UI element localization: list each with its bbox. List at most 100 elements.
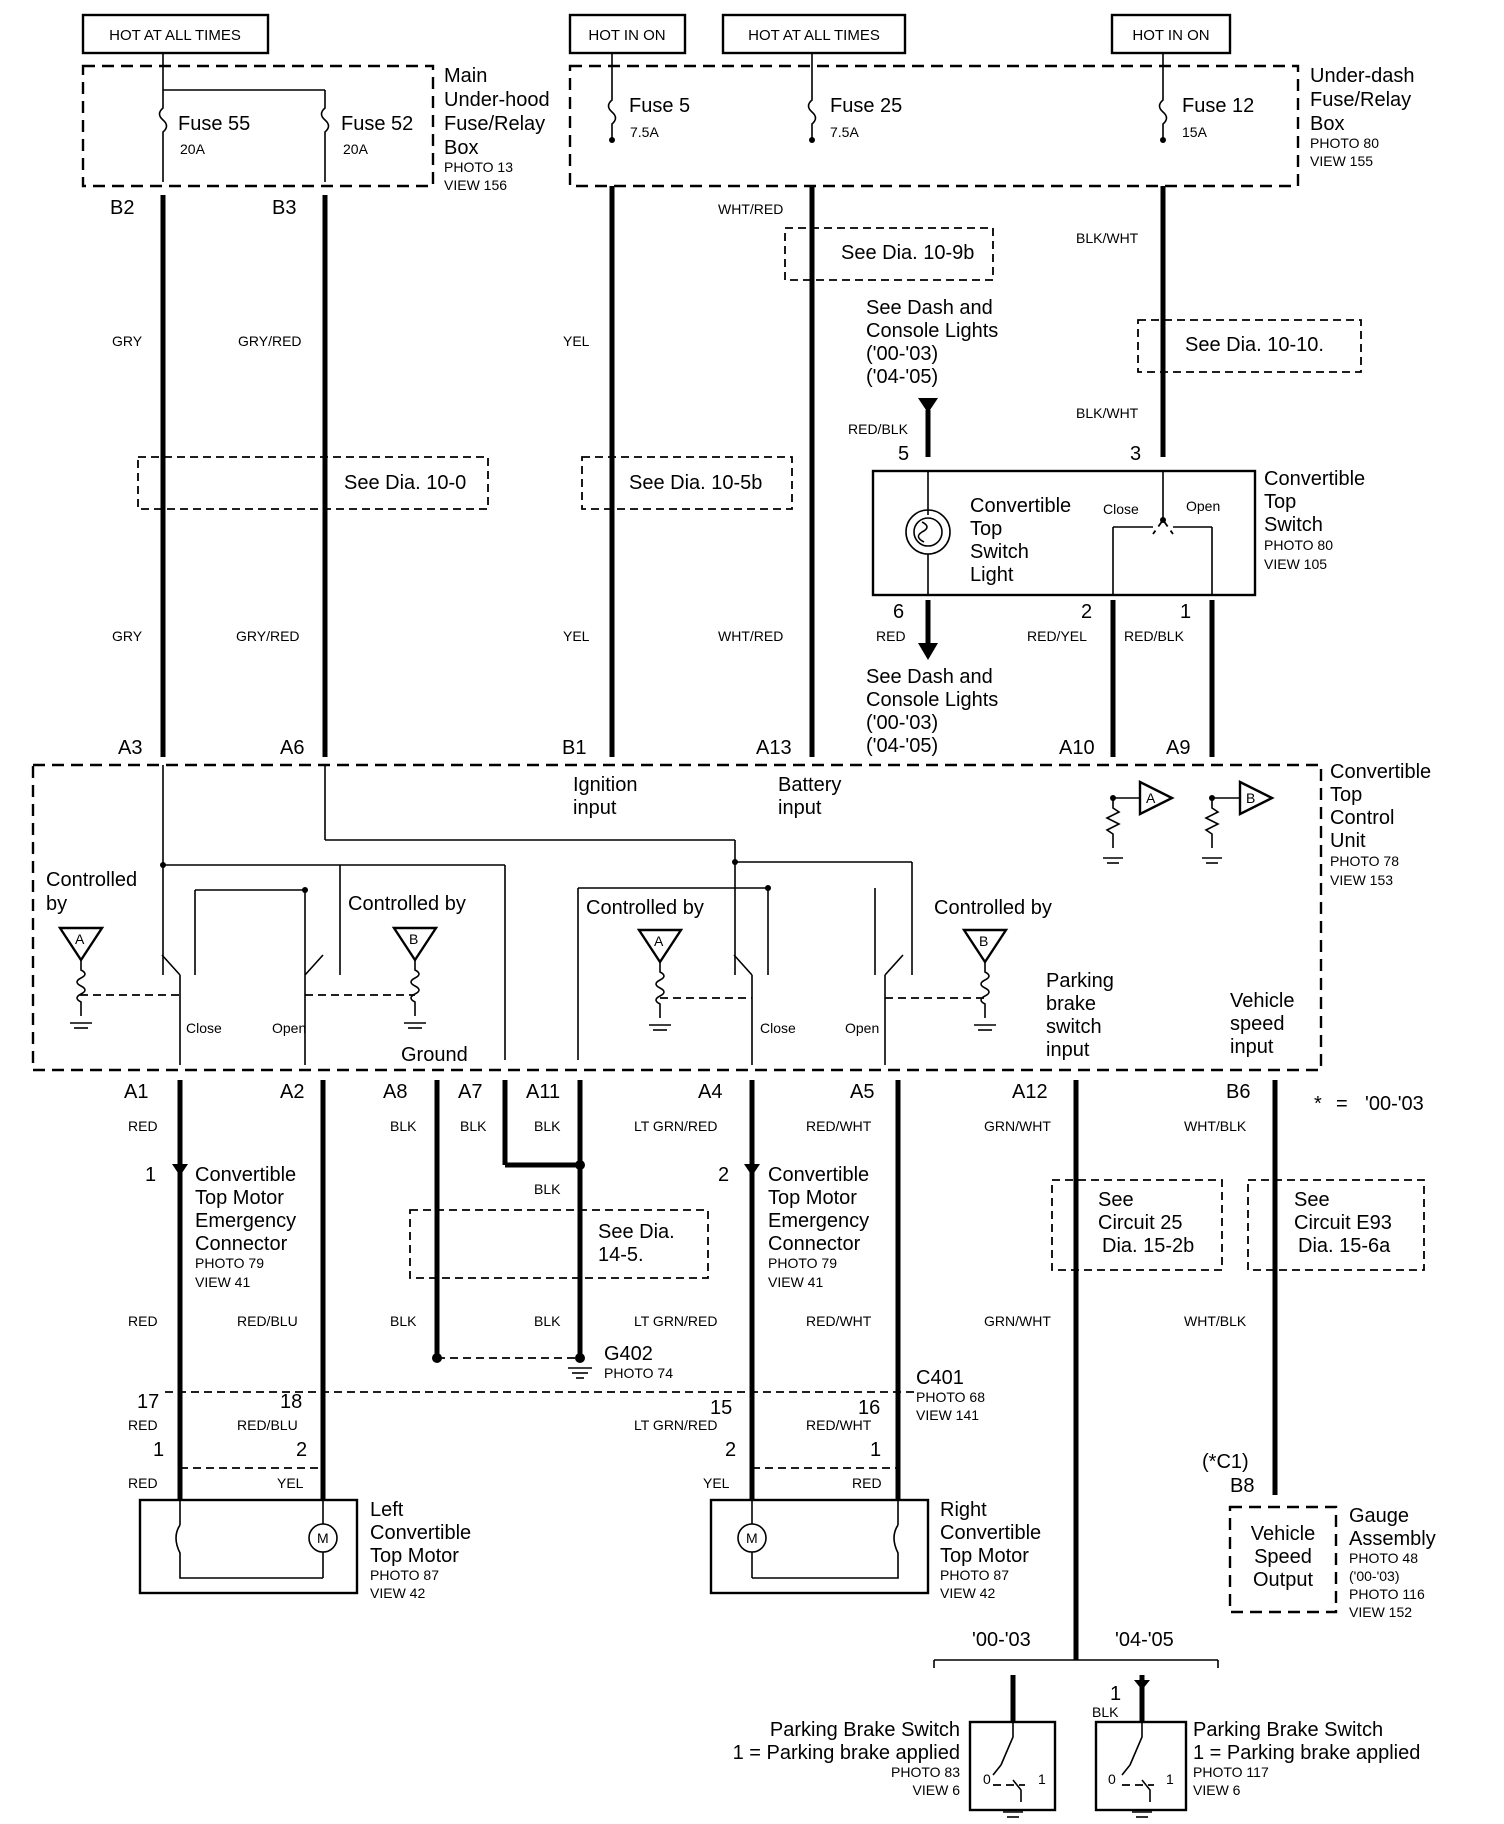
emerg-pin-1: 1: [145, 1164, 156, 1186]
switch-light-line4: Light: [970, 564, 1014, 586]
left-motor-line2: Convertible: [370, 1522, 471, 1544]
cu-pin-a4: A4: [698, 1081, 722, 1103]
park-switch-photo: PHOTO 83: [891, 1764, 960, 1780]
wire-color-blk-wht: BLK/WHT: [1076, 405, 1139, 421]
cu-pin-a2: A2: [280, 1081, 304, 1103]
ground-g402-photo: PHOTO 74: [604, 1365, 673, 1381]
see-circuit-e93-line3: Dia. 15-6a: [1298, 1235, 1391, 1257]
wire-color-blk: BLK: [460, 1118, 487, 1134]
see-dia-14-5-line2: 14-5.: [598, 1244, 644, 1266]
cu-pin-a11: A11: [526, 1081, 560, 1103]
cu-pin-a6: A6: [280, 737, 304, 759]
dash-box-view: VIEW 155: [1310, 153, 1373, 169]
detector-b: B: [1202, 780, 1275, 864]
cu-pin-a8: A8: [383, 1081, 407, 1103]
motor-connector-pin-1: 1: [153, 1439, 164, 1461]
fuse-25-label: Fuse 25: [830, 95, 902, 117]
fuse-55-amp: 20A: [180, 141, 206, 157]
detector-a: A: [1103, 780, 1175, 864]
controlled-by-label: Controlled: [46, 869, 137, 891]
cu-pin-a5: A5: [850, 1081, 874, 1103]
lower-wires: [177, 1080, 1278, 1660]
main-box-photo: PHOTO 13: [444, 159, 513, 175]
gauge-view: VIEW 152: [1349, 1604, 1412, 1620]
park-year-04-05: '04-'05: [1115, 1629, 1174, 1651]
switch-pin-5: 5: [898, 443, 909, 465]
c401-pin-15: 15: [710, 1397, 732, 1419]
power-labels: HOT AT ALL TIMES HOT IN ON HOT AT ALL TI…: [81, 13, 1232, 55]
vehicle-speed-output-line1: Vehicle: [1251, 1523, 1316, 1545]
wire-color-gry: GRY: [112, 628, 143, 644]
park-switch-desc: 1 = Parking brake applied: [733, 1742, 960, 1764]
right-emergency-connector: 2 Convertible Top Motor Emergency Connec…: [718, 1164, 869, 1290]
emerg-right-line3: Emergency: [768, 1210, 869, 1232]
connector-c401: C401 PHOTO 68 VIEW 141 17 18 15 16 RED R…: [128, 1367, 985, 1491]
see-dash-lights-line2: Console Lights: [866, 689, 998, 711]
dash-box-line2: Fuse/Relay: [1310, 89, 1411, 111]
note-years: '00-'03: [1365, 1093, 1424, 1115]
detector-b-label: B: [1246, 790, 1255, 806]
motor-connector-pin-2: 2: [725, 1439, 736, 1461]
gauge-photo-1: PHOTO 48: [1349, 1550, 1418, 1566]
reference-boxes-top: See Dia. 10-0 See Dia. 10-5b See Dia. 10…: [137, 227, 1362, 510]
fuse-25-amp: 7.5A: [830, 124, 859, 140]
park-switch-title: Parking Brake Switch: [1193, 1719, 1383, 1741]
relay-b-label: B: [979, 933, 988, 949]
wire-color-blk-wht: BLK/WHT: [1076, 230, 1139, 246]
wire-color-yel: YEL: [563, 628, 590, 644]
see-circuit-25-line1: See: [1098, 1189, 1134, 1211]
close-contact-label: Close: [186, 1020, 222, 1036]
wire-color-red: RED: [852, 1475, 882, 1491]
emerg-left-view: VIEW 41: [195, 1274, 250, 1290]
see-dash-lights-line1: See Dash and: [866, 297, 993, 319]
vehicle-speed-input-line2: speed: [1230, 1013, 1285, 1035]
control-unit-line2: Top: [1330, 784, 1362, 806]
see-dash-lights-line3: ('00-'03): [866, 343, 938, 365]
open-contact-label: Open: [845, 1020, 879, 1036]
control-unit-line3: Control: [1330, 807, 1394, 829]
dash-box-line1: Under-dash: [1310, 65, 1415, 87]
motor-m-label: M: [317, 1530, 329, 1546]
switch-pin-3: 3: [1130, 443, 1141, 465]
switch-title-line1: Convertible: [1264, 468, 1365, 490]
wire-color-grn-wht: GRN/WHT: [984, 1313, 1051, 1329]
switch-pin-6: 6: [893, 601, 904, 623]
main-box-view: VIEW 156: [444, 177, 507, 193]
gauge-years-1: ('00-'03): [1349, 1568, 1399, 1584]
control-unit-line1: Convertible: [1330, 761, 1431, 783]
parking-brake-input-line1: Parking: [1046, 970, 1114, 992]
see-circuit-e93-line1: See: [1294, 1189, 1330, 1211]
wire-color-red-blu: RED/BLU: [237, 1313, 298, 1329]
see-dash-lights-line3: ('00-'03): [866, 712, 938, 734]
controlled-by-by: by: [46, 893, 67, 915]
hot-at-all-times-label: HOT AT ALL TIMES: [748, 27, 880, 44]
see-dia-10-9b: See Dia. 10-9b: [841, 242, 974, 264]
wire-color-red-blu: RED/BLU: [237, 1417, 298, 1433]
c401-label: C401: [916, 1367, 964, 1389]
gauge-title-line1: Gauge: [1349, 1505, 1409, 1527]
c401-pin-16: 16: [858, 1397, 880, 1419]
cu-pin-a1: A1: [124, 1081, 148, 1103]
wire-color-yel: YEL: [703, 1475, 730, 1491]
motor-connector-pin-1: 1: [870, 1439, 881, 1461]
pin-b2: B2: [110, 197, 134, 219]
control-unit-line4: Unit: [1330, 830, 1366, 852]
wire-color-red-blk: RED/BLK: [1124, 628, 1185, 644]
park-switch-desc: 1 = Parking brake applied: [1193, 1742, 1420, 1764]
dash-box-photo: PHOTO 80: [1310, 135, 1379, 151]
cu-pin-a13: A13: [756, 737, 792, 759]
control-unit: Convertible Top Control Unit PHOTO 78 VI…: [31, 737, 1431, 1103]
wire-color-lt-grn-red: LT GRN/RED: [634, 1118, 718, 1134]
relay-a-label: A: [75, 931, 85, 947]
c401-view: VIEW 141: [916, 1407, 979, 1423]
wire-color-red-wht: RED/WHT: [806, 1417, 872, 1433]
left-emergency-connector: 1 Convertible Top Motor Emergency Connec…: [145, 1164, 296, 1290]
vehicle-speed-input-line1: Vehicle: [1230, 990, 1295, 1012]
wire-color-grn-wht: GRN/WHT: [984, 1118, 1051, 1134]
emerg-left-line2: Top Motor: [195, 1187, 284, 1209]
switch-light-line1: Convertible: [970, 495, 1071, 517]
switch-view: VIEW 105: [1264, 556, 1327, 572]
main-box-line1: Main: [444, 65, 487, 87]
switch-pin-2: 2: [1081, 601, 1092, 623]
relay-coil-b-left: B: [391, 926, 439, 1029]
